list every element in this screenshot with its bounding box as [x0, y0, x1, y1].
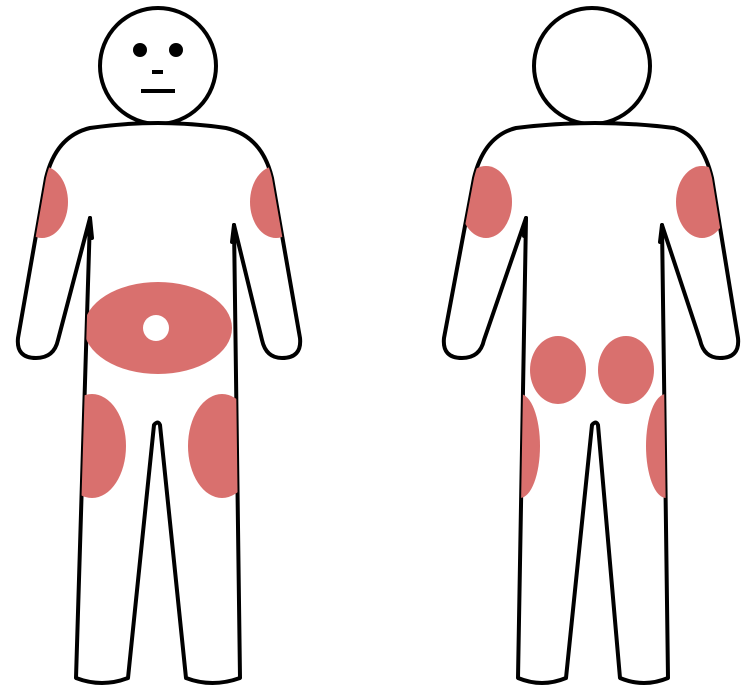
back-inner-arm-left [524, 218, 526, 236]
site-left-buttock [530, 336, 586, 404]
site-right-buttock [598, 336, 654, 404]
left-eye [133, 43, 147, 57]
back-figure [444, 8, 738, 683]
navel [143, 315, 169, 341]
front-head [100, 8, 216, 124]
mouth [141, 89, 175, 93]
site-right-thigh [188, 394, 256, 498]
front-inner-arm-right [232, 225, 234, 242]
front-inner-arm-left [90, 218, 92, 238]
nose [152, 70, 163, 74]
site-left-upper-arm [16, 166, 68, 238]
right-eye [169, 43, 183, 57]
front-figure [16, 8, 302, 683]
back-head [534, 8, 650, 124]
site-right-upper-arm [250, 166, 302, 238]
site-left-thigh [58, 394, 126, 498]
back-inner-arm-right [660, 225, 662, 242]
